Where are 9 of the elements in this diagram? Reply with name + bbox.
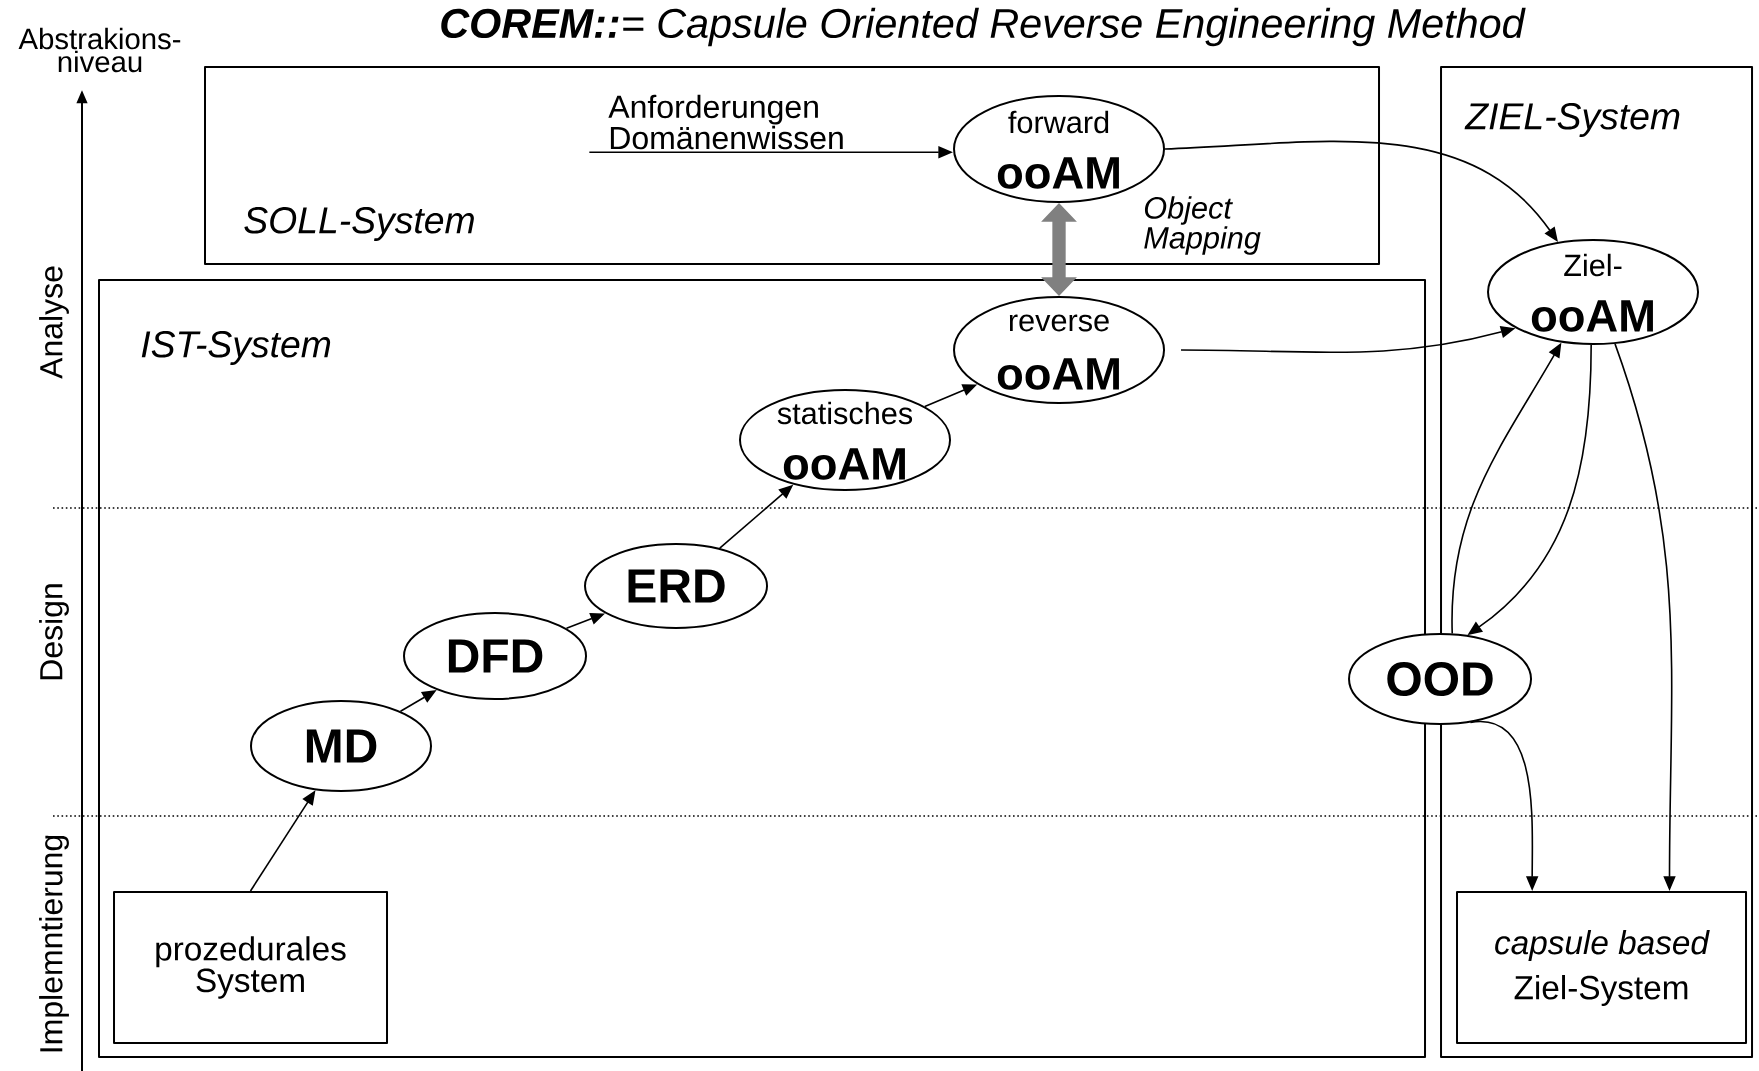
system-box: prozedurales System — [113, 891, 388, 1044]
level-label: Design — [39, 584, 69, 680]
level-label: Implemntierung — [39, 835, 69, 1052]
arrow — [1164, 140, 1558, 242]
system-box: capsule based Ziel-System — [1456, 891, 1747, 1044]
title: COREM::= Capsule Oriented Reverse Engineering Method — [441, 7, 1526, 47]
level-label: Analyse — [39, 266, 69, 379]
axis-label: Abstrakions- niveau — [18, 27, 181, 73]
input-text: Anforderungen Domänenwissen — [608, 94, 843, 150]
